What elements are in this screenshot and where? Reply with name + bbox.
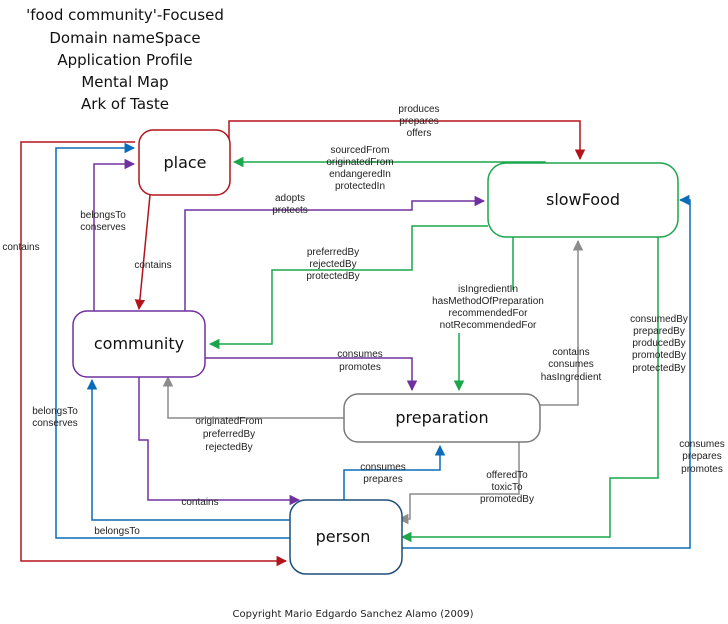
- edge-place-produces-slowfood: [228, 120, 586, 161]
- edge-preparation-contains-slowfood: [540, 239, 584, 406]
- label-offered: offeredTo toxicTo promotedBy: [480, 470, 534, 505]
- node-place-label: place: [163, 153, 206, 172]
- edge-label-line: consumes: [679, 439, 725, 450]
- edge-slowfood-consumedby-person: [400, 237, 659, 543]
- edge-label-line: rejectedBy: [205, 442, 252, 453]
- label-sourced: sourcedFrom originatedFrom endangeredIn …: [326, 145, 393, 192]
- edge-label-line: originatedFrom: [195, 416, 262, 427]
- edge-preparation-originated-community: [162, 375, 344, 419]
- label-consumes-promotes: consumes promotes: [337, 349, 383, 373]
- node-community: community: [72, 310, 206, 378]
- edge-label-line: consumes: [337, 349, 383, 360]
- edge-label-line: prepares: [363, 474, 402, 485]
- edge-label-line: promotes: [339, 362, 381, 373]
- edge-label-line: hasIngredient: [541, 372, 602, 383]
- edge-label-line: preferredBy: [307, 247, 359, 258]
- node-preparation-label: preparation: [395, 408, 488, 427]
- edge-slowfood-preferred-community: [208, 225, 488, 350]
- edge-label-line: protectedBy: [632, 363, 685, 374]
- edge-label-line: preparedBy: [633, 326, 685, 337]
- edge-preparation-offered-person: [397, 442, 520, 525]
- edge-person-belongs-place: [55, 142, 290, 539]
- edge-label-line: contains: [134, 260, 171, 271]
- edge-person-consumes-slowfood: [402, 194, 691, 549]
- edge-person-consumes-preparation: [343, 444, 446, 500]
- title-line-5: Ark of Taste: [81, 95, 169, 113]
- title-line-2: Domain nameSpace: [49, 29, 200, 47]
- edge-label-line: consumedBy: [630, 314, 688, 325]
- edge-label-line: toxicTo: [491, 482, 523, 493]
- edge-label-line: protectedIn: [335, 181, 385, 192]
- edge-person-belongs-community: [86, 378, 290, 521]
- label-contains-outer: contains: [2, 242, 39, 253]
- label-belongs-conserves-person: belongsTo conserves: [32, 406, 78, 429]
- label-contains-place: contains: [134, 260, 171, 271]
- node-place: place: [138, 129, 231, 196]
- edge-label-line: contains: [2, 242, 39, 253]
- edge-label-line: originatedFrom: [326, 157, 393, 168]
- edge-label-line: belongsTo: [32, 406, 78, 417]
- edge-label-line: adopts: [275, 193, 305, 204]
- edge-label-line: protects: [272, 205, 308, 216]
- edge-label-line: belongsTo: [94, 526, 140, 537]
- edge-label-line: contains: [181, 497, 218, 508]
- label-originated: originatedFrom preferredBy rejectedBy: [195, 416, 262, 453]
- edge-label-line: promotedBy: [632, 350, 686, 361]
- edge-place-contains-person: [20, 141, 288, 567]
- edge-label-line: preferredBy: [203, 429, 255, 440]
- edge-label-line: hasMethodOfPreparation: [432, 296, 544, 307]
- label-adopts: adopts protects: [272, 193, 308, 216]
- node-slowfood-label: slowFood: [546, 190, 620, 209]
- edge-label-line: recommendedFor: [449, 308, 529, 319]
- label-consumes-prepares-person: consumes prepares: [360, 462, 406, 485]
- edge-label-line: promotedBy: [480, 494, 534, 505]
- node-preparation: preparation: [343, 393, 541, 443]
- title-line-4: Mental Map: [81, 73, 168, 91]
- edge-label-line: rejectedBy: [309, 259, 356, 270]
- edge-community-contains-person: [138, 377, 301, 506]
- edge-place-contains-community: [134, 194, 151, 311]
- node-community-label: community: [94, 334, 184, 353]
- edge-label-line: protectedBy: [306, 271, 359, 282]
- edge-label-line: sourcedFrom: [331, 145, 390, 156]
- edge-label-line: belongsTo: [80, 210, 126, 221]
- edge-label-line: consumes: [548, 359, 594, 370]
- edge-label-line: prepares: [399, 116, 438, 127]
- title-line-3: Application Profile: [57, 51, 192, 69]
- label-contains-person: contains: [181, 497, 218, 508]
- edge-label-line: consumes: [360, 462, 406, 473]
- copyright-text: Copyright Mario Edgardo Sanchez Alamo (2…: [233, 609, 474, 620]
- edge-label-line: isIngredientIn: [458, 284, 518, 295]
- label-is-ingredient: isIngredientIn hasMethodOfPreparation re…: [432, 284, 544, 331]
- label-belongs-conserves: belongsTo conserves: [80, 210, 126, 233]
- label-consumed-by: consumedBy preparedBy producedBy promote…: [630, 314, 688, 374]
- label-consumes-prepares-promotes: consumes prepares promotes: [679, 439, 725, 475]
- edge-community-belongs-place: [93, 158, 136, 311]
- label-preferred: preferredBy rejectedBy protectedBy: [306, 247, 359, 282]
- edge-community-adopts-slowfood: [184, 195, 486, 311]
- edge-label-line: promotes: [681, 464, 723, 475]
- edge-slowfood-ingredient-preparation: [459, 237, 514, 390]
- edge-label-line: contains: [552, 347, 589, 358]
- edge-label-line: offers: [407, 128, 432, 139]
- edge-label-line: producedBy: [632, 338, 685, 349]
- edge-label-line: produces: [398, 104, 439, 115]
- title-block: 'food community'-Focused Domain nameSpac…: [26, 6, 224, 113]
- edge-label-line: endangeredIn: [329, 169, 391, 180]
- node-person-label: person: [316, 527, 371, 546]
- edge-label-line: conserves: [80, 222, 126, 233]
- title-line-1: 'food community'-Focused: [26, 6, 224, 24]
- label-produces: produces prepares offers: [398, 104, 439, 139]
- edge-label-line: prepares: [682, 451, 721, 462]
- label-belongs-person: belongsTo: [94, 526, 140, 537]
- edge-label-line: conserves: [32, 418, 78, 429]
- edge-community-consumes-preparation: [205, 357, 418, 392]
- node-slowfood: slowFood: [487, 162, 679, 238]
- node-person: person: [289, 499, 403, 575]
- label-contains-consumes: contains consumes hasIngredient: [541, 347, 602, 383]
- edge-label-line: offeredTo: [486, 470, 528, 481]
- edge-label-line: notRecommendedFor: [440, 320, 537, 331]
